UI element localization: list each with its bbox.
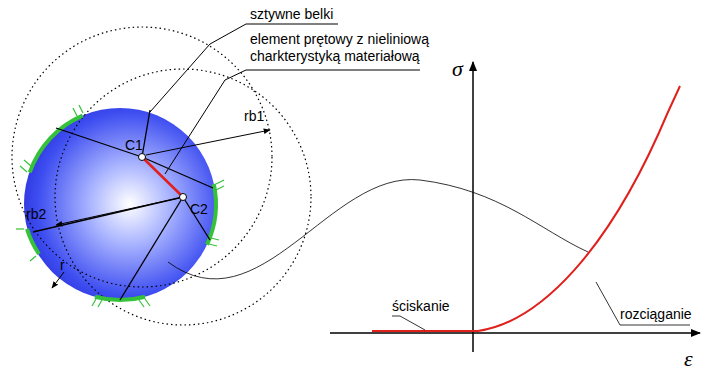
curve-label: rozciąganie: [620, 306, 692, 323]
dimension-label: rb1: [244, 108, 264, 125]
connector-curve: [168, 180, 588, 279]
sphere: [24, 108, 216, 300]
axis-label: σ: [452, 56, 463, 82]
dotted-circle: [12, 27, 272, 287]
support-hatch: [16, 105, 224, 307]
leader-line: [392, 316, 425, 330]
support-arcs: [27, 116, 216, 300]
dotted-circle: [55, 69, 311, 325]
annotation: sztywne belki: [250, 6, 333, 23]
dimension-label: r: [60, 257, 65, 274]
node-c2: [180, 194, 187, 201]
dimension-label: rb2: [26, 206, 46, 223]
radius-arrow: [146, 130, 270, 155]
axis-label: ε: [684, 346, 693, 372]
stress-strain-curve: [372, 86, 680, 331]
epsilon-axis: [330, 332, 700, 334]
radius-arrow: [56, 198, 179, 225]
annotation: element prętowy z nieliniową charkteryst…: [250, 31, 440, 65]
point-label: C1: [125, 137, 143, 154]
node-c1: [139, 154, 146, 161]
leader-line: [165, 70, 420, 174]
curve-label: ściskanie: [392, 298, 450, 315]
radius-arrow: [52, 272, 64, 288]
rigid-beams: [33, 110, 213, 300]
bar-element: [142, 157, 183, 197]
point-label: C2: [190, 201, 208, 218]
sigma-axis: [472, 62, 474, 352]
